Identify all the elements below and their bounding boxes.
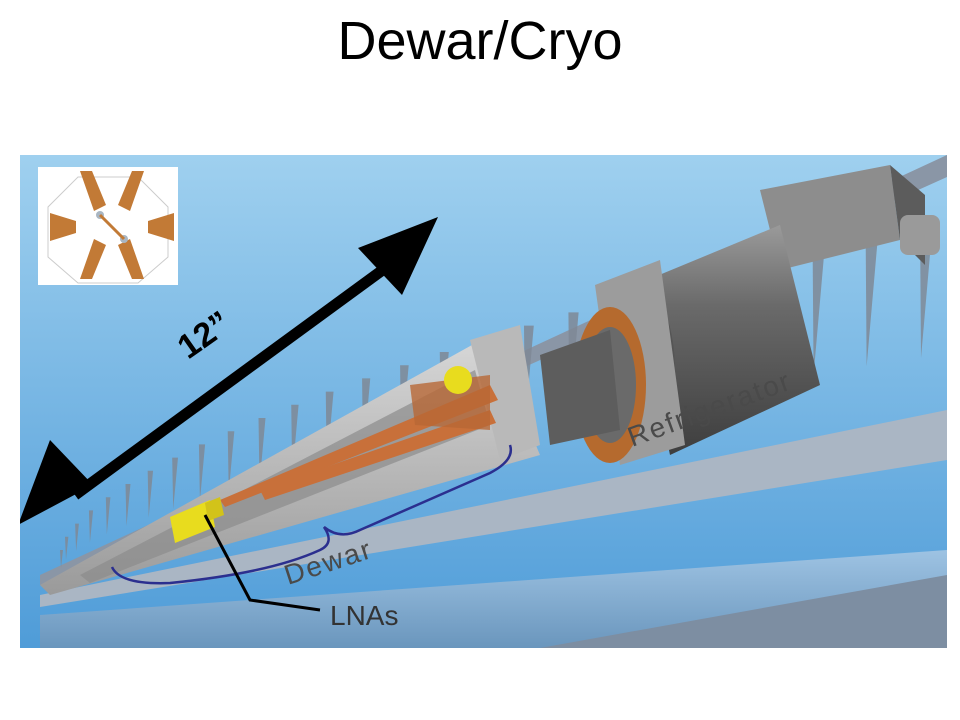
cryostat-render: 12” Refrigerator Dewar LNAs (20, 155, 947, 648)
length-double-arrow (20, 217, 438, 524)
absorber-fin (147, 470, 154, 518)
absorber-fin (865, 233, 879, 367)
absorber-fin (125, 484, 131, 526)
absorber-fin (60, 550, 63, 568)
refrigerator-body (540, 165, 940, 465)
absorber-fin (172, 457, 178, 510)
absorber-fin (64, 536, 69, 560)
absorber-fin (75, 523, 79, 552)
absorber-fin (812, 246, 825, 375)
absorber-fin (198, 444, 206, 501)
dewar-brace (110, 444, 513, 585)
feed-antenna-inset (38, 167, 178, 285)
octagonal-feed-antenna-icon (50, 171, 174, 279)
lna-blocks (170, 497, 224, 543)
cryostat-render-svg: 12” Refrigerator Dewar LNAs (20, 155, 947, 648)
lna-pointer-line (203, 514, 321, 612)
absorber-fin (88, 510, 94, 543)
lnas-label: LNAs (330, 600, 398, 631)
dewar-cone (40, 325, 540, 595)
absorber-fin (227, 431, 235, 493)
slide-title: Dewar/Cryo (337, 11, 623, 71)
absorber-fin (105, 497, 111, 535)
